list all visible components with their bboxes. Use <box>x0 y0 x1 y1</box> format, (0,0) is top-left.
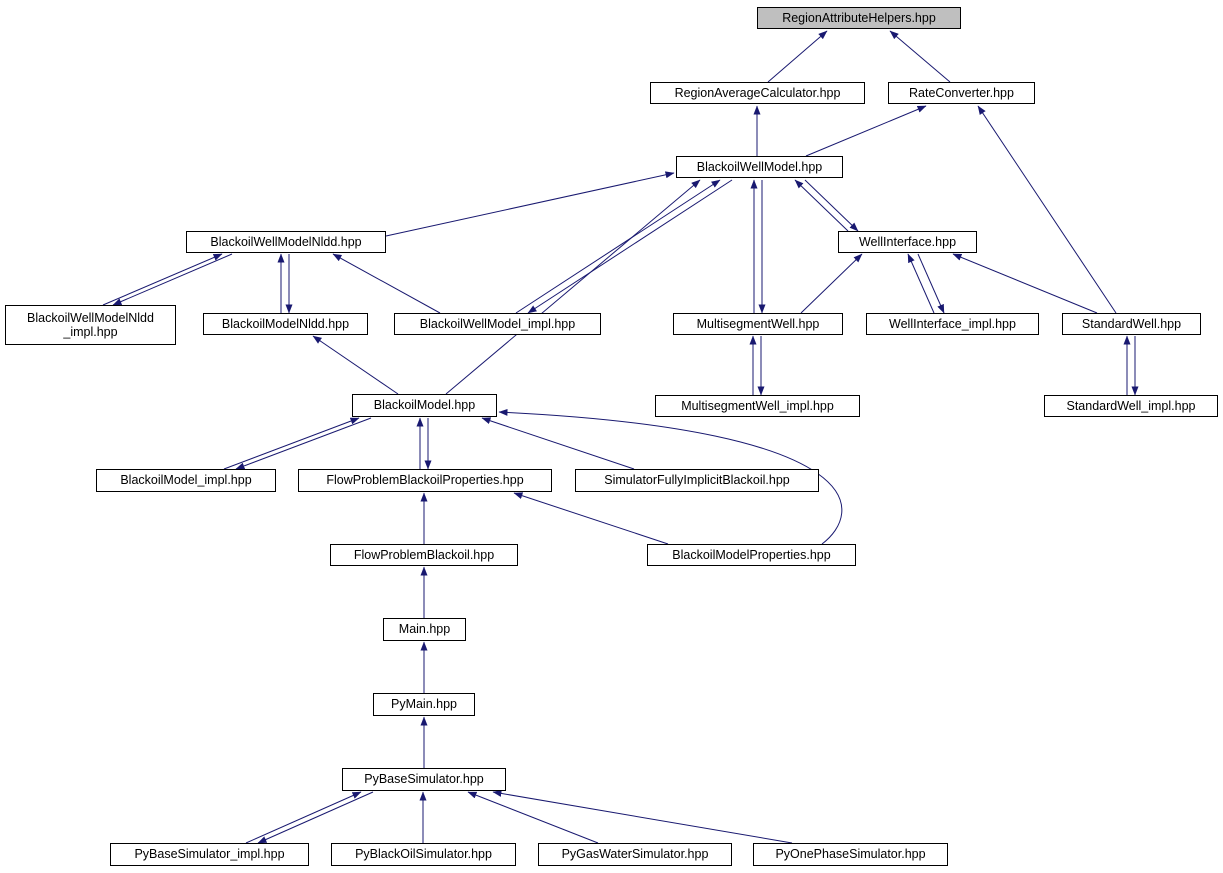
node-blackoil-model-properties[interactable]: BlackoilModelProperties.hpp <box>647 544 856 566</box>
edge <box>312 335 399 395</box>
node-flow-problem-blackoil-properties[interactable]: FlowProblemBlackoilProperties.hpp <box>298 469 552 492</box>
node-main[interactable]: Main.hpp <box>383 618 466 641</box>
node-py-blackoil-simulator[interactable]: PyBlackOilSimulator.hpp <box>331 843 516 866</box>
node-well-interface[interactable]: WellInterface.hpp <box>838 231 977 253</box>
node-simulator-fully-implicit-blackoil[interactable]: SimulatorFullyImplicitBlackoil.hpp <box>575 469 819 492</box>
edge <box>800 253 863 314</box>
edge <box>102 253 223 306</box>
edge <box>445 179 701 395</box>
edge <box>804 179 859 232</box>
node-blackoil-model-impl[interactable]: BlackoilModel_impl.hpp <box>96 469 276 492</box>
node-multisegment-well-impl[interactable]: MultisegmentWell_impl.hpp <box>655 395 860 417</box>
node-blackoil-model[interactable]: BlackoilModel.hpp <box>352 394 497 417</box>
node-region-average-calculator[interactable]: RegionAverageCalculator.hpp <box>650 82 865 104</box>
edge <box>977 105 1117 314</box>
edge <box>385 171 675 237</box>
edge <box>245 791 362 844</box>
edge <box>235 417 372 470</box>
edge <box>952 253 1098 314</box>
node-py-base-simulator[interactable]: PyBaseSimulator.hpp <box>342 768 506 791</box>
edge <box>889 30 951 83</box>
edge <box>907 253 935 314</box>
node-multisegment-well[interactable]: MultisegmentWell.hpp <box>673 313 843 335</box>
node-flow-problem-blackoil[interactable]: FlowProblemBlackoil.hpp <box>330 544 518 566</box>
edge <box>513 492 669 545</box>
node-well-interface-impl[interactable]: WellInterface_impl.hpp <box>866 313 1039 335</box>
edge <box>481 417 635 470</box>
edge <box>805 105 927 157</box>
edge <box>223 417 360 470</box>
node-blackoil-well-model-impl[interactable]: BlackoilWellModel_impl.hpp <box>394 313 601 335</box>
edge <box>332 253 441 314</box>
edge <box>794 179 849 232</box>
node-py-base-simulator-impl[interactable]: PyBaseSimulator_impl.hpp <box>110 843 309 866</box>
edge <box>527 179 733 314</box>
node-blackoil-model-nldd[interactable]: BlackoilModelNldd.hpp <box>203 313 368 335</box>
node-py-gas-water-simulator[interactable]: PyGasWaterSimulator.hpp <box>538 843 732 866</box>
edge <box>112 253 233 306</box>
node-rate-converter[interactable]: RateConverter.hpp <box>888 82 1035 104</box>
node-py-main[interactable]: PyMain.hpp <box>373 693 475 716</box>
node-blackoil-well-model[interactable]: BlackoilWellModel.hpp <box>676 156 843 178</box>
edge <box>515 179 721 314</box>
edge-group <box>102 30 1139 844</box>
edge <box>467 791 599 844</box>
edge <box>917 253 945 314</box>
node-standard-well-impl[interactable]: StandardWell_impl.hpp <box>1044 395 1218 417</box>
node-blackoil-well-model-nldd-impl[interactable]: BlackoilWellModelNldd _impl.hpp <box>5 305 176 345</box>
node-py-one-phase-simulator[interactable]: PyOnePhaseSimulator.hpp <box>753 843 948 866</box>
node-standard-well[interactable]: StandardWell.hpp <box>1062 313 1201 335</box>
edge <box>767 30 828 83</box>
node-blackoil-well-model-nldd[interactable]: BlackoilWellModelNldd.hpp <box>186 231 386 253</box>
edge <box>492 789 793 844</box>
node-region-attribute-helpers[interactable]: RegionAttributeHelpers.hpp <box>757 7 961 29</box>
edge <box>257 791 374 844</box>
